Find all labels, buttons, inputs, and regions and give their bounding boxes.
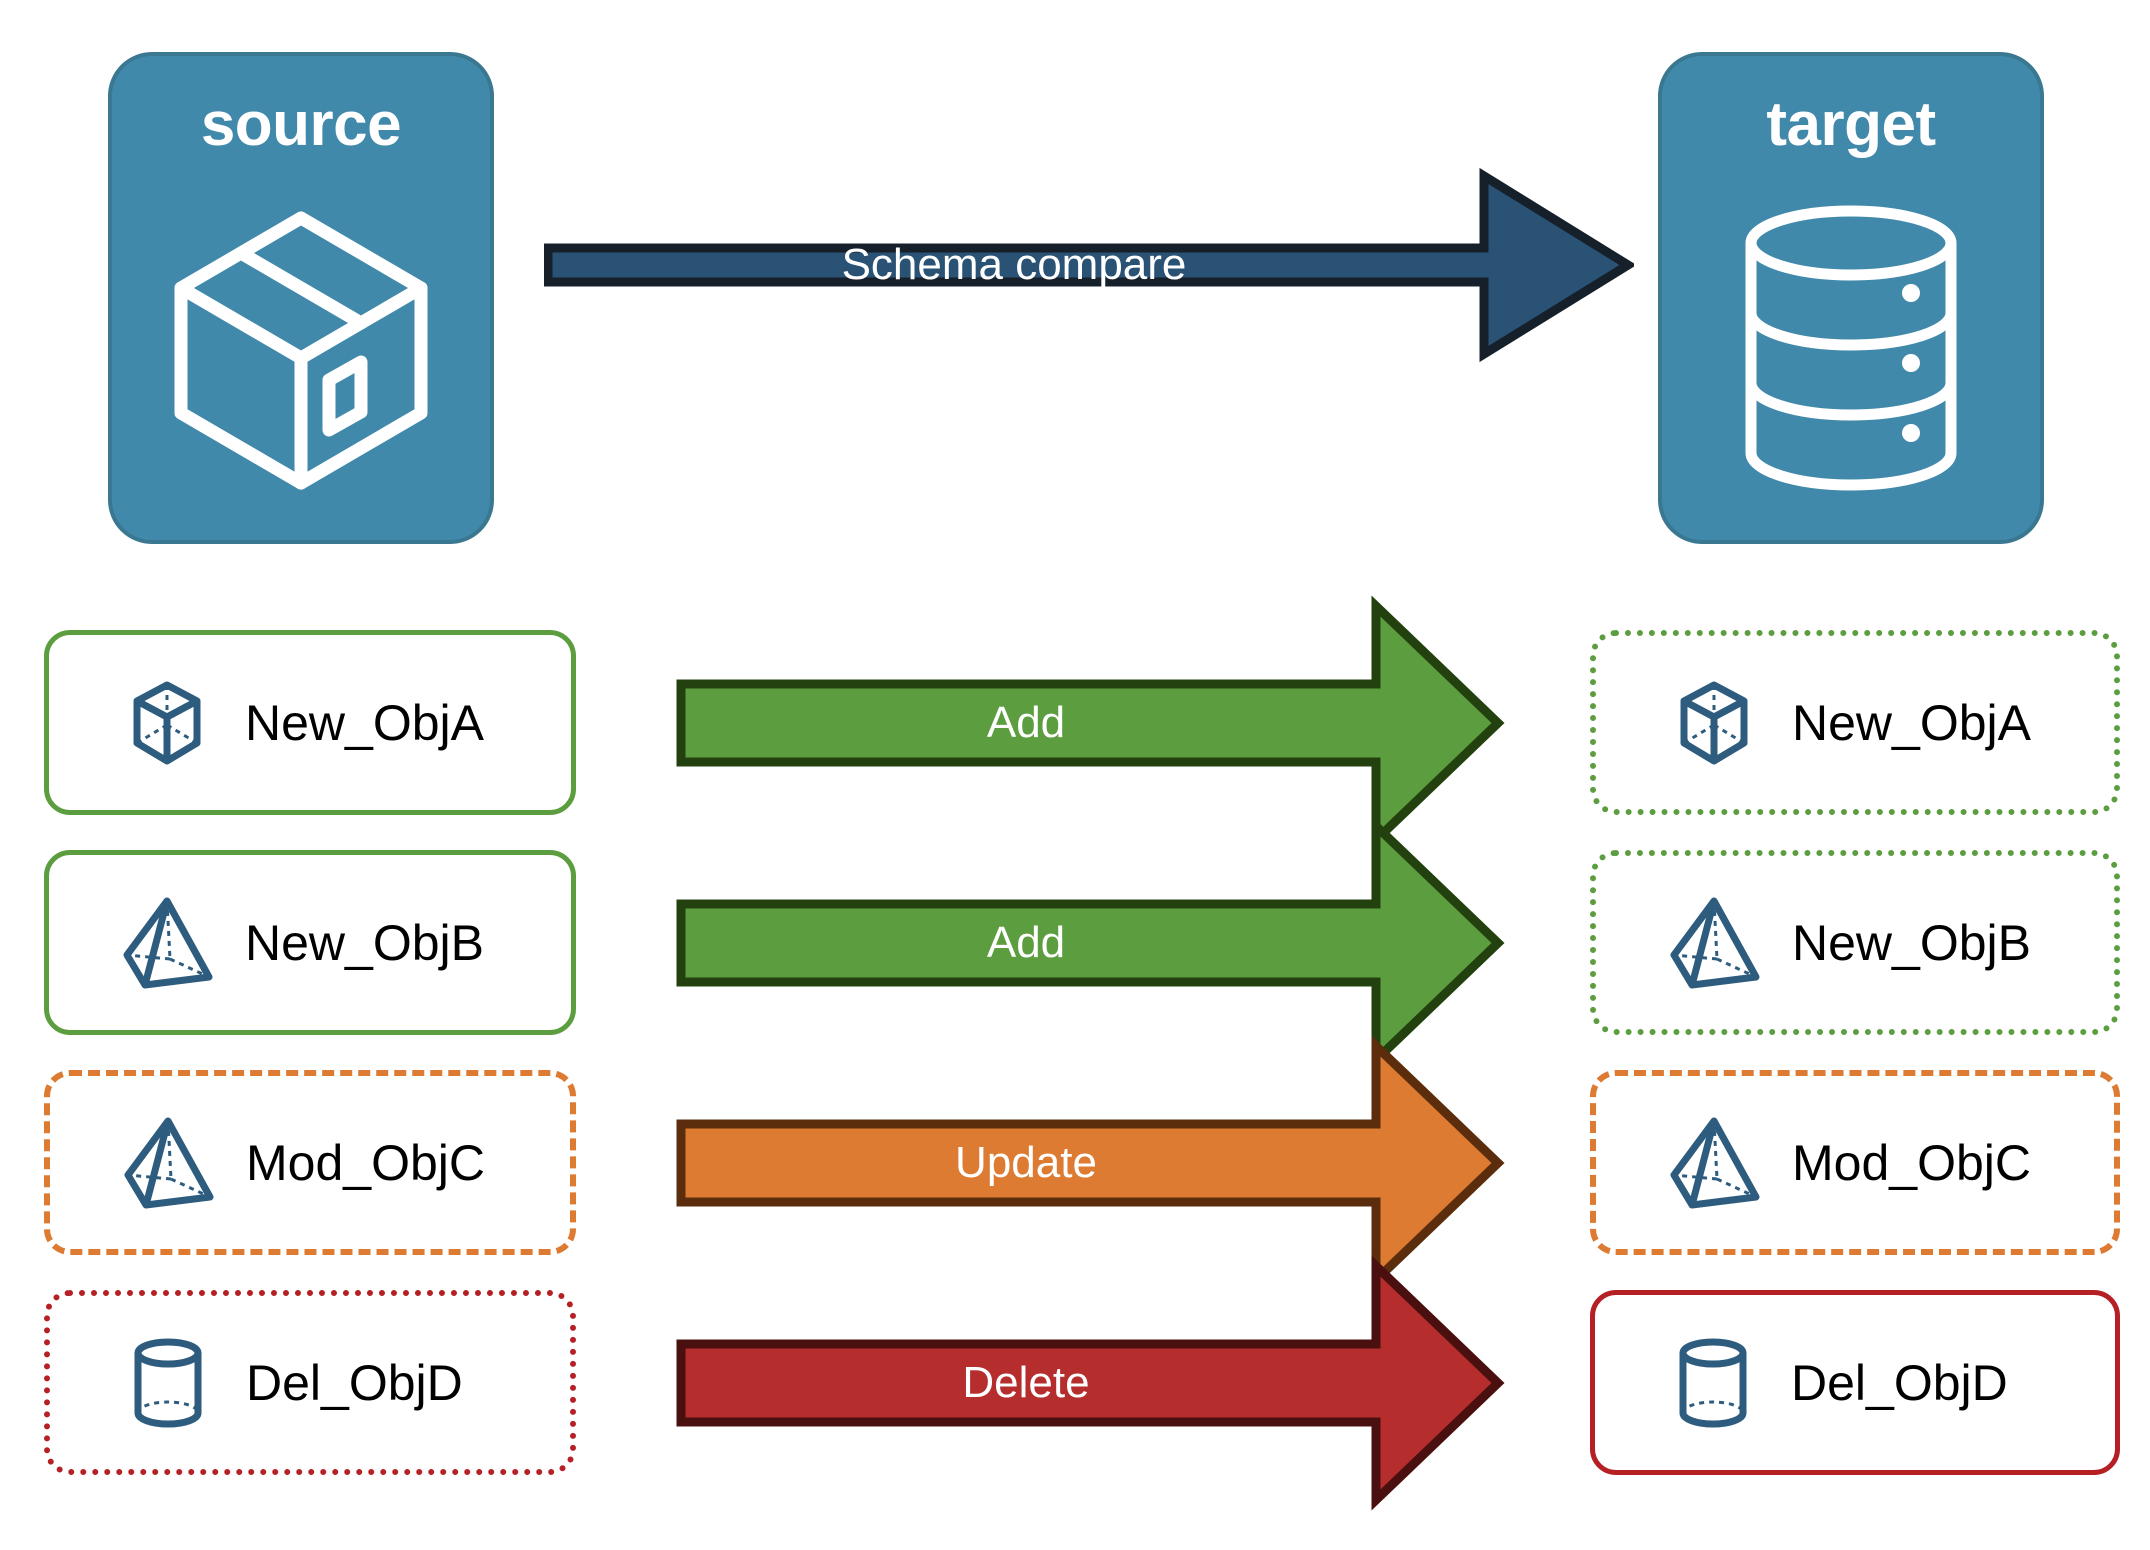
source-object-label: New_ObjA	[245, 694, 484, 751]
target-object-card[interactable]: Mod_ObjC	[1590, 1070, 2120, 1255]
cube-wireframe-icon	[1662, 671, 1766, 775]
cube-wireframe-icon	[115, 671, 219, 775]
cylinder-wireframe-icon	[1661, 1331, 1765, 1435]
endpoint-card-source: source	[108, 52, 494, 544]
right-arrow-icon	[676, 1035, 1505, 1291]
right-arrow-icon	[676, 595, 1505, 851]
endpoint-title-source: source	[200, 90, 402, 159]
comparison-row: New_ObjB Add New_ObjB	[0, 815, 2150, 1071]
database-cylinder-icon	[1662, 156, 2040, 540]
operation-arrow-delete: Delete	[676, 1252, 1506, 1514]
pyramid-wireframe-icon	[1662, 891, 1766, 995]
source-object-card[interactable]: New_ObjB	[44, 850, 576, 1035]
source-object-label: Mod_ObjC	[246, 1134, 485, 1191]
pyramid-wireframe-icon	[116, 1111, 220, 1215]
package-box-icon	[112, 156, 490, 540]
schema-compare-arrow: Schema compare	[543, 140, 1637, 390]
target-object-label: Del_ObjD	[1791, 1354, 2008, 1411]
source-object-card[interactable]: Del_ObjD	[44, 1290, 576, 1475]
target-object-card[interactable]: Del_ObjD	[1590, 1290, 2120, 1475]
source-object-card[interactable]: Mod_ObjC	[44, 1070, 576, 1255]
endpoint-card-target: target	[1658, 52, 2044, 544]
right-arrow-icon	[676, 815, 1505, 1071]
endpoint-title-target: target	[1766, 90, 1936, 159]
target-object-card[interactable]: New_ObjA	[1590, 630, 2120, 815]
target-object-label: Mod_ObjC	[1792, 1134, 2031, 1191]
right-arrow-icon	[676, 1255, 1505, 1511]
pyramid-wireframe-icon	[115, 891, 219, 995]
comparison-row: Mod_ObjC Update Mod_ObjC	[0, 1035, 2150, 1291]
comparison-row: New_ObjA Add New_ObjA	[0, 595, 2150, 851]
right-arrow-icon	[543, 167, 1637, 363]
target-object-label: New_ObjB	[1792, 914, 2031, 971]
source-object-card[interactable]: New_ObjA	[44, 630, 576, 815]
source-object-label: New_ObjB	[245, 914, 484, 971]
comparison-row: Del_ObjD Delete Del_ObjD	[0, 1255, 2150, 1511]
source-object-label: Del_ObjD	[246, 1354, 463, 1411]
cylinder-wireframe-icon	[116, 1331, 220, 1435]
target-object-label: New_ObjA	[1792, 694, 2031, 751]
target-object-card[interactable]: New_ObjB	[1590, 850, 2120, 1035]
pyramid-wireframe-icon	[1662, 1111, 1766, 1215]
